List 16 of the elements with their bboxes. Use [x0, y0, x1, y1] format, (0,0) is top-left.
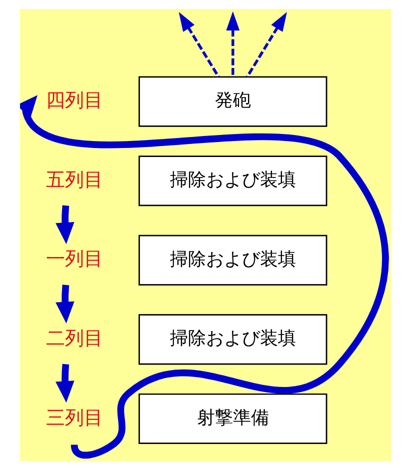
- node-box: 発砲: [138, 76, 328, 126]
- arrow: [56, 363, 74, 402]
- arrow: [246, 11, 287, 77]
- node-box: 射撃準備: [138, 392, 328, 444]
- arrow: [178, 11, 220, 77]
- node-text: 一列目: [46, 248, 103, 270]
- node-box: 掃除および装填: [138, 234, 328, 285]
- node-text: 三列目: [46, 407, 103, 428]
- arrow: [226, 10, 240, 76]
- arrow: [56, 204, 74, 244]
- node-box: 掃除および装填: [138, 314, 328, 364]
- node-text: 四列目: [46, 90, 103, 112]
- node-box: 掃除および装填: [138, 155, 328, 206]
- node-text: 二列目: [46, 328, 103, 349]
- arrow: [56, 284, 74, 323]
- node-text: 五列目: [46, 169, 103, 190]
